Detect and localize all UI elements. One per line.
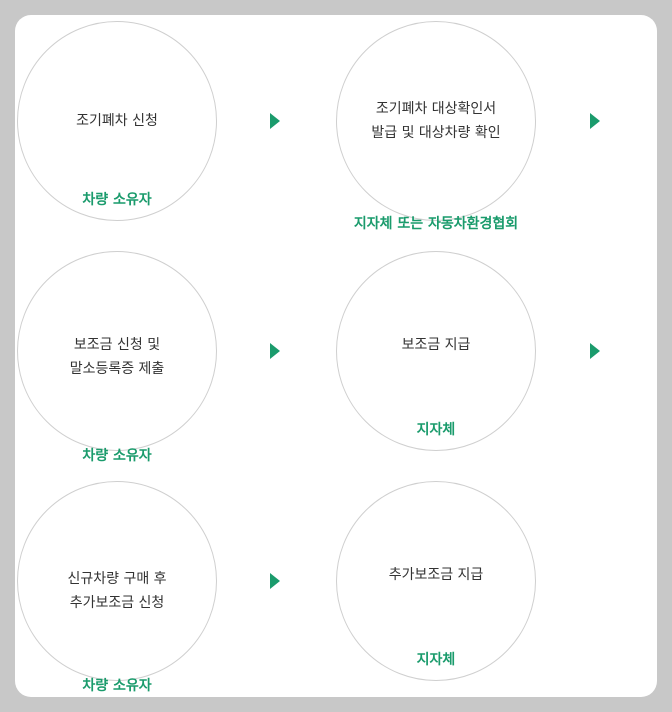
step-circle xyxy=(17,21,217,221)
step-circle xyxy=(336,251,536,451)
step-circle xyxy=(336,481,536,681)
step-title: 추가보조금 지급 xyxy=(336,563,536,587)
step-title: 보조금 지급 xyxy=(336,333,536,357)
step-3: 보조금 신청 및 말소등록증 제출 차량 소유자 xyxy=(17,251,217,464)
step-1: 조기폐차 신청 차량 소유자 xyxy=(17,21,217,221)
step-title-line: 신규차량 구매 후 xyxy=(67,571,167,587)
step-title-line: 조기폐차 신청 xyxy=(76,113,158,129)
step-title-line: 보조금 지급 xyxy=(401,337,471,353)
step-actor: 지자체 xyxy=(416,652,456,668)
step-actor: 차량 소유자 xyxy=(82,448,152,464)
step-circle xyxy=(17,251,217,451)
step-actor: 차량 소유자 xyxy=(82,678,152,694)
step-title: 신규차량 구매 후 추가보조금 신청 xyxy=(17,567,217,615)
arrow-right-icon xyxy=(590,343,600,359)
step-title: 조기폐차 신청 xyxy=(17,109,217,133)
arrow-right-icon xyxy=(270,343,280,359)
arrow-right-icon xyxy=(590,113,600,129)
step-title-line: 발급 및 대상차량 확인 xyxy=(371,125,501,141)
step-circle xyxy=(336,21,536,221)
step-6: 추가보조금 지급 지자체 xyxy=(336,481,536,681)
step-title-line: 조기폐차 대상확인서 xyxy=(375,101,497,117)
step-actor: 지자체 또는 자동차환경협회 xyxy=(353,216,519,232)
step-title-line: 말소등록증 제출 xyxy=(69,361,165,377)
arrow-right-icon xyxy=(270,113,280,129)
step-title-line: 추가보조금 신청 xyxy=(69,595,165,611)
step-2: 조기폐차 대상확인서 발급 및 대상차량 확인 지자체 또는 자동차환경협회 xyxy=(336,21,536,232)
step-title: 보조금 신청 및 말소등록증 제출 xyxy=(17,333,217,381)
step-title-line: 보조금 신청 및 xyxy=(73,337,161,353)
process-card: 조기폐차 신청 차량 소유자 조기폐차 대상확인서 발급 및 대상차량 확인 지… xyxy=(15,15,657,697)
step-5: 신규차량 구매 후 추가보조금 신청 차량 소유자 xyxy=(17,481,217,694)
step-title: 조기폐차 대상확인서 발급 및 대상차량 확인 xyxy=(336,97,536,145)
step-circle xyxy=(17,481,217,681)
step-4: 보조금 지급 지자체 xyxy=(336,251,536,451)
step-title-line: 추가보조금 지급 xyxy=(388,567,484,583)
step-actor: 지자체 xyxy=(416,422,456,438)
step-actor: 차량 소유자 xyxy=(82,192,152,208)
arrow-right-icon xyxy=(270,573,280,589)
